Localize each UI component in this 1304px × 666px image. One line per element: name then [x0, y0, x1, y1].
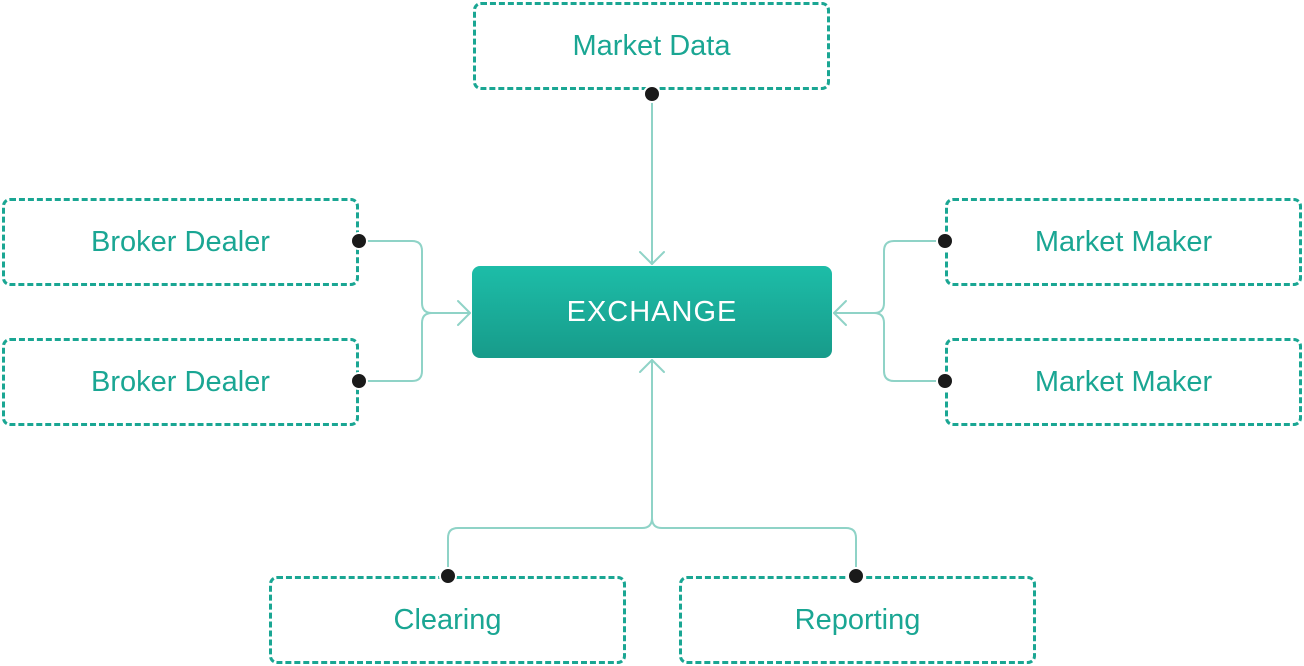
arrowhead-left	[457, 300, 471, 326]
node-label: Reporting	[794, 603, 921, 636]
node-label: Market Data	[572, 29, 731, 62]
node-label: Clearing	[393, 603, 502, 636]
arrowhead-bottom	[639, 359, 665, 373]
node-label: Market Maker	[1034, 225, 1213, 258]
node-clearing: Clearing	[269, 576, 626, 664]
node-market-maker-1: Market Maker	[945, 198, 1302, 286]
node-broker-dealer-1: Broker Dealer	[2, 198, 359, 286]
node-market-data: Market Data	[473, 2, 830, 90]
exchange-node: EXCHANGE	[472, 266, 832, 358]
exchange-label: EXCHANGE	[566, 295, 738, 328]
node-label: Market Maker	[1034, 365, 1213, 398]
node-label: Broker Dealer	[91, 365, 270, 398]
connector-broker-dealer-1	[358, 240, 471, 314]
node-label: Broker Dealer	[91, 225, 270, 258]
connector-market-maker-2	[873, 312, 946, 382]
node-broker-dealer-2: Broker Dealer	[2, 338, 359, 426]
arrowhead-top	[639, 251, 665, 265]
arrowhead-right	[833, 300, 847, 326]
connector-broker-dealer-2	[358, 312, 433, 382]
node-market-maker-2: Market Maker	[945, 338, 1302, 426]
connector-clearing	[447, 359, 653, 577]
connector-reporting	[651, 517, 857, 577]
connector-market-maker-1	[833, 240, 946, 314]
node-reporting: Reporting	[679, 576, 1036, 664]
